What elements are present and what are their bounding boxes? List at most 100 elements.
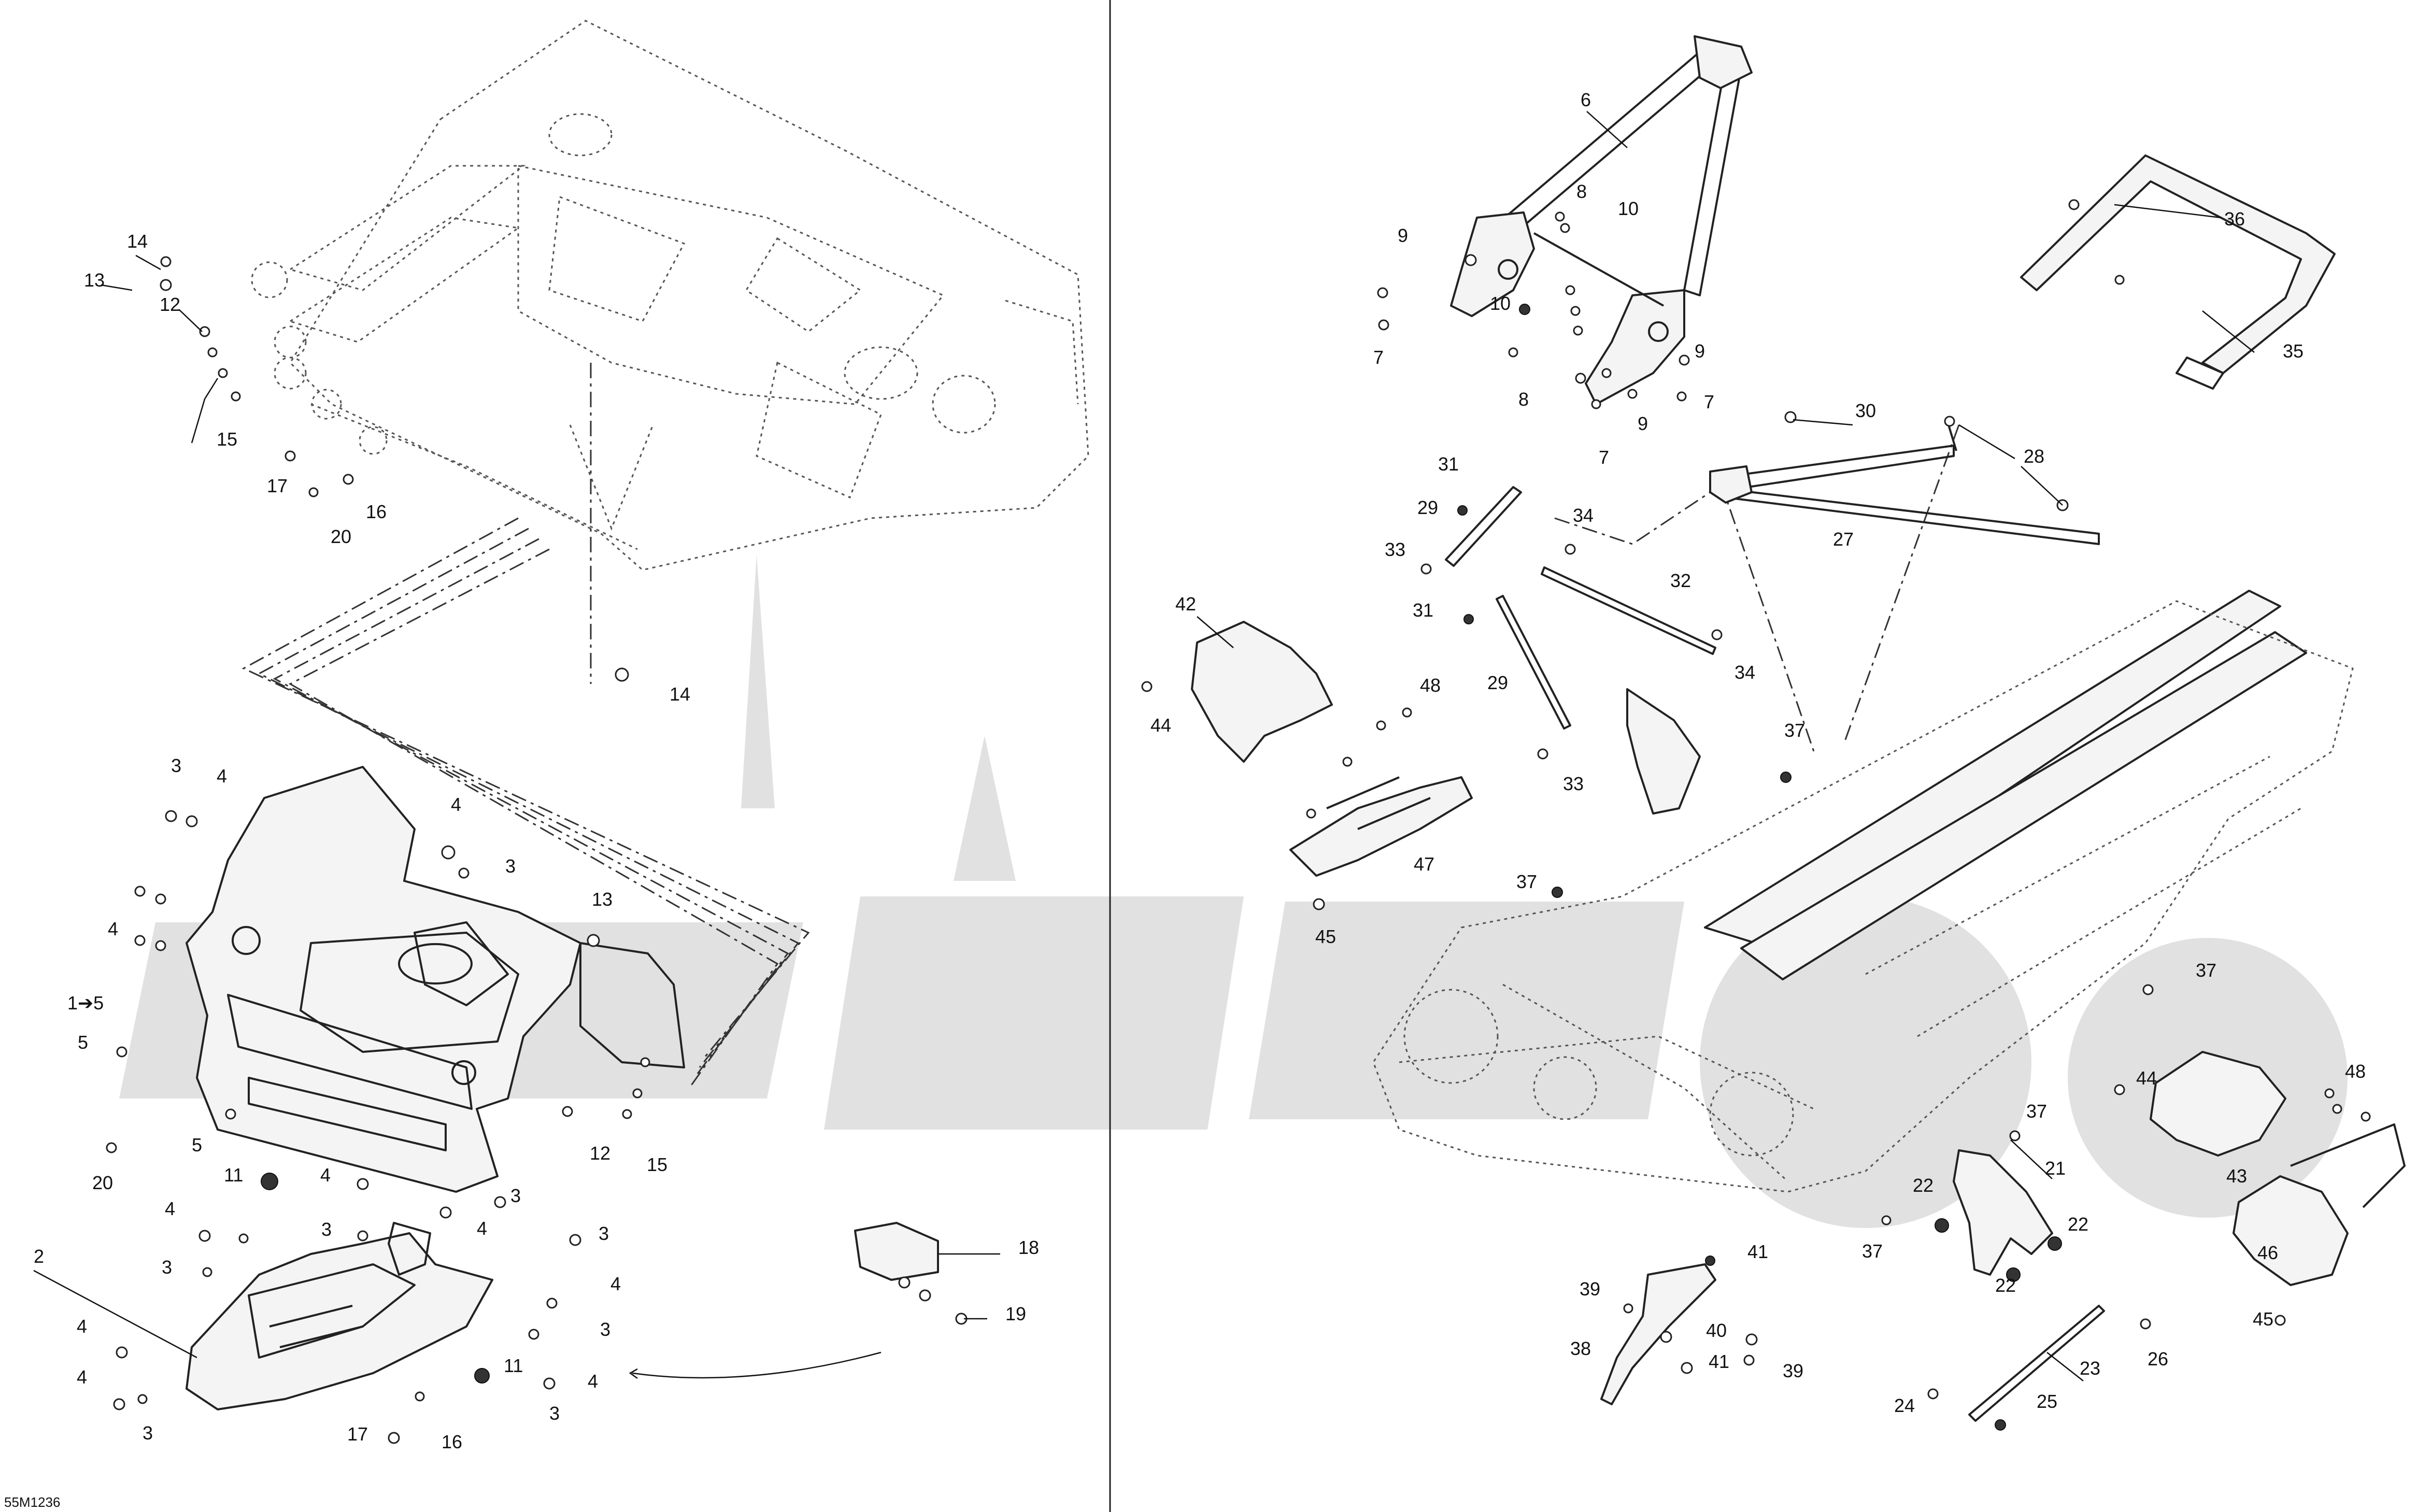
rear-tie-rods [1709, 424, 2100, 545]
part-callout: 3 [549, 1403, 560, 1424]
rear-axle [1968, 1305, 2105, 1422]
fastener-hardware-right [1141, 199, 2371, 1431]
part-callout: 30 [1855, 400, 1876, 421]
part-callout: 4 [77, 1316, 87, 1337]
part-callout: 4 [588, 1371, 598, 1392]
part-callout: 39 [1783, 1360, 1803, 1381]
part-callout: 1➔5 [67, 992, 104, 1014]
part-callout: 48 [1420, 675, 1441, 696]
part-callout: 7 [1704, 391, 1714, 412]
part-callout: 4 [610, 1273, 621, 1294]
part-callout: 37 [1784, 720, 1805, 741]
part-callout: 42 [1175, 593, 1196, 615]
part-callout: 40 [1706, 1320, 1727, 1341]
part-callout: 4 [108, 918, 118, 939]
part-callout: 3 [162, 1257, 172, 1278]
part-callout: 15 [647, 1154, 667, 1175]
part-callout: 13 [592, 889, 613, 910]
part-callout: 16 [366, 501, 387, 522]
part-callout: 48 [2345, 1061, 2366, 1082]
part-callout: 12 [160, 294, 180, 315]
part-callout: 3 [510, 1185, 521, 1206]
tunnel-heat-exchanger [1372, 590, 2354, 1193]
part-callout: 4 [477, 1218, 487, 1239]
part-callout: 23 [2080, 1358, 2100, 1379]
part-callout: 10 [1618, 198, 1639, 219]
small-bracket [629, 1222, 939, 1379]
part-callout: 15 [217, 429, 237, 450]
part-callout: 44 [1150, 715, 1171, 736]
part-callout: 3 [171, 755, 181, 776]
part-callout: 33 [1385, 539, 1405, 560]
part-callout: 3 [321, 1219, 332, 1240]
part-callout: 34 [1573, 505, 1594, 526]
part-callout: 47 [1414, 853, 1434, 875]
fastener-hardware-left [106, 256, 968, 1444]
part-callout: 3 [600, 1319, 610, 1340]
part-callout: 22 [1913, 1175, 1934, 1196]
part-callout: 31 [1438, 453, 1459, 475]
part-callout: 12 [590, 1143, 610, 1164]
part-callout: 37 [2196, 960, 2216, 981]
part-callout: 4 [165, 1198, 175, 1219]
rear-grab-handle [2020, 154, 2336, 390]
part-callout: 44 [2136, 1067, 2157, 1089]
suspension-struts [1445, 486, 1716, 815]
leader-lines [33, 111, 2255, 1381]
part-callout: 9 [1695, 340, 1705, 362]
part-callout: 38 [1570, 1338, 1591, 1359]
part-callout: 8 [1518, 389, 1529, 410]
part-callout: 33 [1563, 773, 1584, 794]
part-callout: 37 [1516, 871, 1537, 892]
part-callout: 37 [2026, 1101, 2047, 1122]
part-callout: 37 [1862, 1240, 1883, 1262]
part-callout: 35 [2283, 340, 2304, 362]
part-callout: 8 [1576, 181, 1587, 202]
document-id: 55M1236 [4, 1494, 60, 1510]
part-callout: 28 [2024, 446, 2044, 467]
part-callout: 10 [1490, 293, 1511, 314]
part-callout: 4 [451, 794, 461, 815]
part-callout: 18 [1018, 1237, 1039, 1258]
part-callout: 4 [217, 765, 227, 787]
part-callout: 2 [34, 1246, 44, 1267]
part-callout: 45 [2253, 1308, 2273, 1330]
part-callout: 9 [1398, 225, 1408, 246]
part-callout: 17 [267, 475, 288, 496]
part-callout: 25 [2037, 1391, 2057, 1412]
part-callout: 3 [143, 1422, 153, 1444]
part-callout: 5 [192, 1134, 202, 1156]
part-callout: 5 [78, 1032, 88, 1053]
part-callout: 20 [92, 1172, 113, 1193]
part-callout: 31 [1413, 600, 1433, 621]
part-callout: 16 [442, 1431, 462, 1452]
part-callout: 43 [2226, 1165, 2247, 1187]
runner-guide [1600, 1263, 1716, 1405]
front-chassis-phantom [251, 20, 1089, 571]
part-callout: 7 [1599, 447, 1609, 468]
part-callout: 24 [1894, 1395, 1915, 1416]
part-callout: 29 [1417, 497, 1438, 518]
rear-suspension-bracket [1953, 1149, 2053, 1276]
part-callout: 3 [505, 855, 516, 877]
part-callout: 21 [2045, 1158, 2066, 1179]
part-callout: 34 [1735, 662, 1755, 683]
part-callout: 46 [2257, 1242, 2278, 1263]
footrest-brackets [1191, 621, 2406, 1286]
assembly-route-lines [241, 363, 1960, 1089]
part-callout: 45 [1315, 926, 1336, 947]
front-lower-bracket [186, 1222, 493, 1410]
part-callout: 14 [127, 231, 148, 252]
part-callout: 36 [2224, 208, 2245, 230]
part-callout: 13 [84, 269, 105, 291]
part-callout: 9 [1638, 413, 1648, 434]
part-callout: 32 [1670, 570, 1691, 591]
part-callout: 7 [1373, 347, 1384, 368]
part-callout: 14 [670, 683, 690, 705]
part-callout: 27 [1833, 529, 1854, 550]
part-callout: 41 [1709, 1351, 1729, 1372]
part-callout: 17 [347, 1423, 368, 1445]
part-callout: 11 [504, 1355, 523, 1376]
part-callout: 20 [331, 526, 351, 547]
